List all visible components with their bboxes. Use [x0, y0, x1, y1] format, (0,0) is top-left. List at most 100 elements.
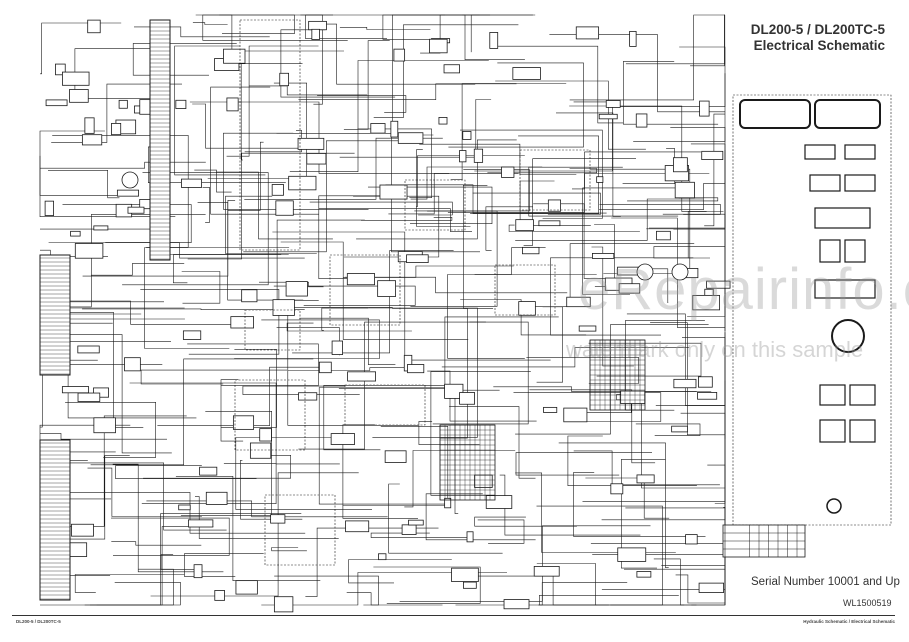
- component-block: [93, 417, 116, 434]
- wire: [549, 34, 725, 113]
- wire: [40, 568, 174, 606]
- component-block: [279, 72, 290, 87]
- wire: [207, 82, 308, 179]
- component-block: [259, 428, 272, 442]
- component-block: [543, 406, 558, 413]
- wire: [226, 45, 319, 157]
- wire: [276, 327, 340, 356]
- wire: [299, 317, 396, 366]
- wire: [373, 24, 519, 118]
- wire: [91, 263, 185, 276]
- schematic-title: DL200-5 / DL200TC-5 Electrical Schematic: [751, 22, 885, 54]
- wire: [259, 281, 324, 288]
- component-block: [308, 20, 327, 31]
- wire: [280, 29, 396, 98]
- component-block: [512, 67, 541, 80]
- wire: [388, 173, 519, 215]
- component-block: [71, 523, 94, 537]
- component-block: [463, 581, 477, 589]
- wire: [40, 462, 227, 531]
- round-connector: [831, 319, 865, 353]
- component-block: [370, 123, 386, 134]
- watermark-note: watermark only on this sample: [566, 337, 864, 362]
- wire: [115, 465, 257, 479]
- component-block: [673, 157, 688, 173]
- component-block: [635, 113, 648, 128]
- wire: [455, 582, 628, 606]
- wire: [356, 139, 517, 240]
- wire: [539, 594, 679, 606]
- wire: [181, 271, 221, 304]
- component-block: [699, 100, 710, 117]
- component-block: [444, 383, 464, 399]
- connector-strip: [39, 254, 71, 376]
- wire: [249, 85, 368, 96]
- wire: [82, 308, 305, 311]
- component-block: [61, 386, 90, 394]
- wire: [160, 554, 203, 570]
- component-block: [118, 99, 128, 109]
- component-block: [598, 113, 618, 120]
- connector-pinout: [844, 144, 876, 160]
- wire: [40, 455, 130, 540]
- wire: [40, 433, 167, 440]
- component-block: [346, 273, 375, 286]
- wire: [585, 477, 670, 519]
- ecu-connector-b: [814, 99, 881, 129]
- wire: [416, 155, 525, 207]
- wire: [569, 14, 725, 101]
- component-block: [124, 357, 141, 372]
- drawing-number: WL1500519: [843, 598, 892, 608]
- wire: [485, 206, 533, 251]
- wire: [536, 306, 563, 383]
- wire: [591, 246, 634, 367]
- wire: [373, 566, 481, 604]
- component-block: [451, 567, 479, 582]
- component-block: [538, 220, 561, 227]
- module-box: [239, 19, 301, 251]
- component-block: [311, 28, 320, 40]
- wire: [622, 61, 719, 125]
- wire: [599, 183, 725, 210]
- wire: [690, 14, 725, 67]
- component-block: [401, 524, 417, 535]
- component-block: [175, 99, 187, 109]
- component-block: [503, 599, 530, 610]
- component-block: [533, 566, 560, 577]
- component-block: [518, 301, 536, 316]
- connector-pinout: [849, 384, 876, 406]
- component-block: [605, 100, 621, 108]
- wire: [274, 575, 379, 606]
- wire: [470, 135, 599, 214]
- wire: [298, 83, 517, 100]
- wire: [194, 169, 232, 193]
- component-block: [429, 38, 448, 54]
- wire: [474, 516, 577, 527]
- component-block: [636, 571, 652, 578]
- component-block: [673, 378, 697, 389]
- wire: [150, 472, 359, 597]
- wire: [225, 195, 317, 254]
- wire: [425, 493, 536, 541]
- footer-model: DL200-5 / DL200TC-5: [16, 619, 61, 624]
- wire: [582, 187, 690, 295]
- wire: [202, 187, 210, 223]
- wire: [235, 437, 372, 510]
- wire: [40, 334, 172, 454]
- component-block: [698, 582, 725, 593]
- wire: [529, 389, 656, 464]
- wire: [140, 289, 280, 355]
- wire: [48, 170, 120, 199]
- wire: [339, 26, 431, 30]
- component-block: [390, 120, 399, 138]
- wire: [192, 103, 320, 149]
- component-block: [617, 547, 647, 562]
- component-block: [297, 137, 325, 150]
- wire: [448, 62, 584, 148]
- wire: [558, 442, 669, 569]
- component-block: [515, 219, 534, 232]
- wire: [418, 421, 480, 445]
- wire: [65, 401, 156, 458]
- wire: [573, 471, 706, 537]
- wire: [474, 101, 613, 172]
